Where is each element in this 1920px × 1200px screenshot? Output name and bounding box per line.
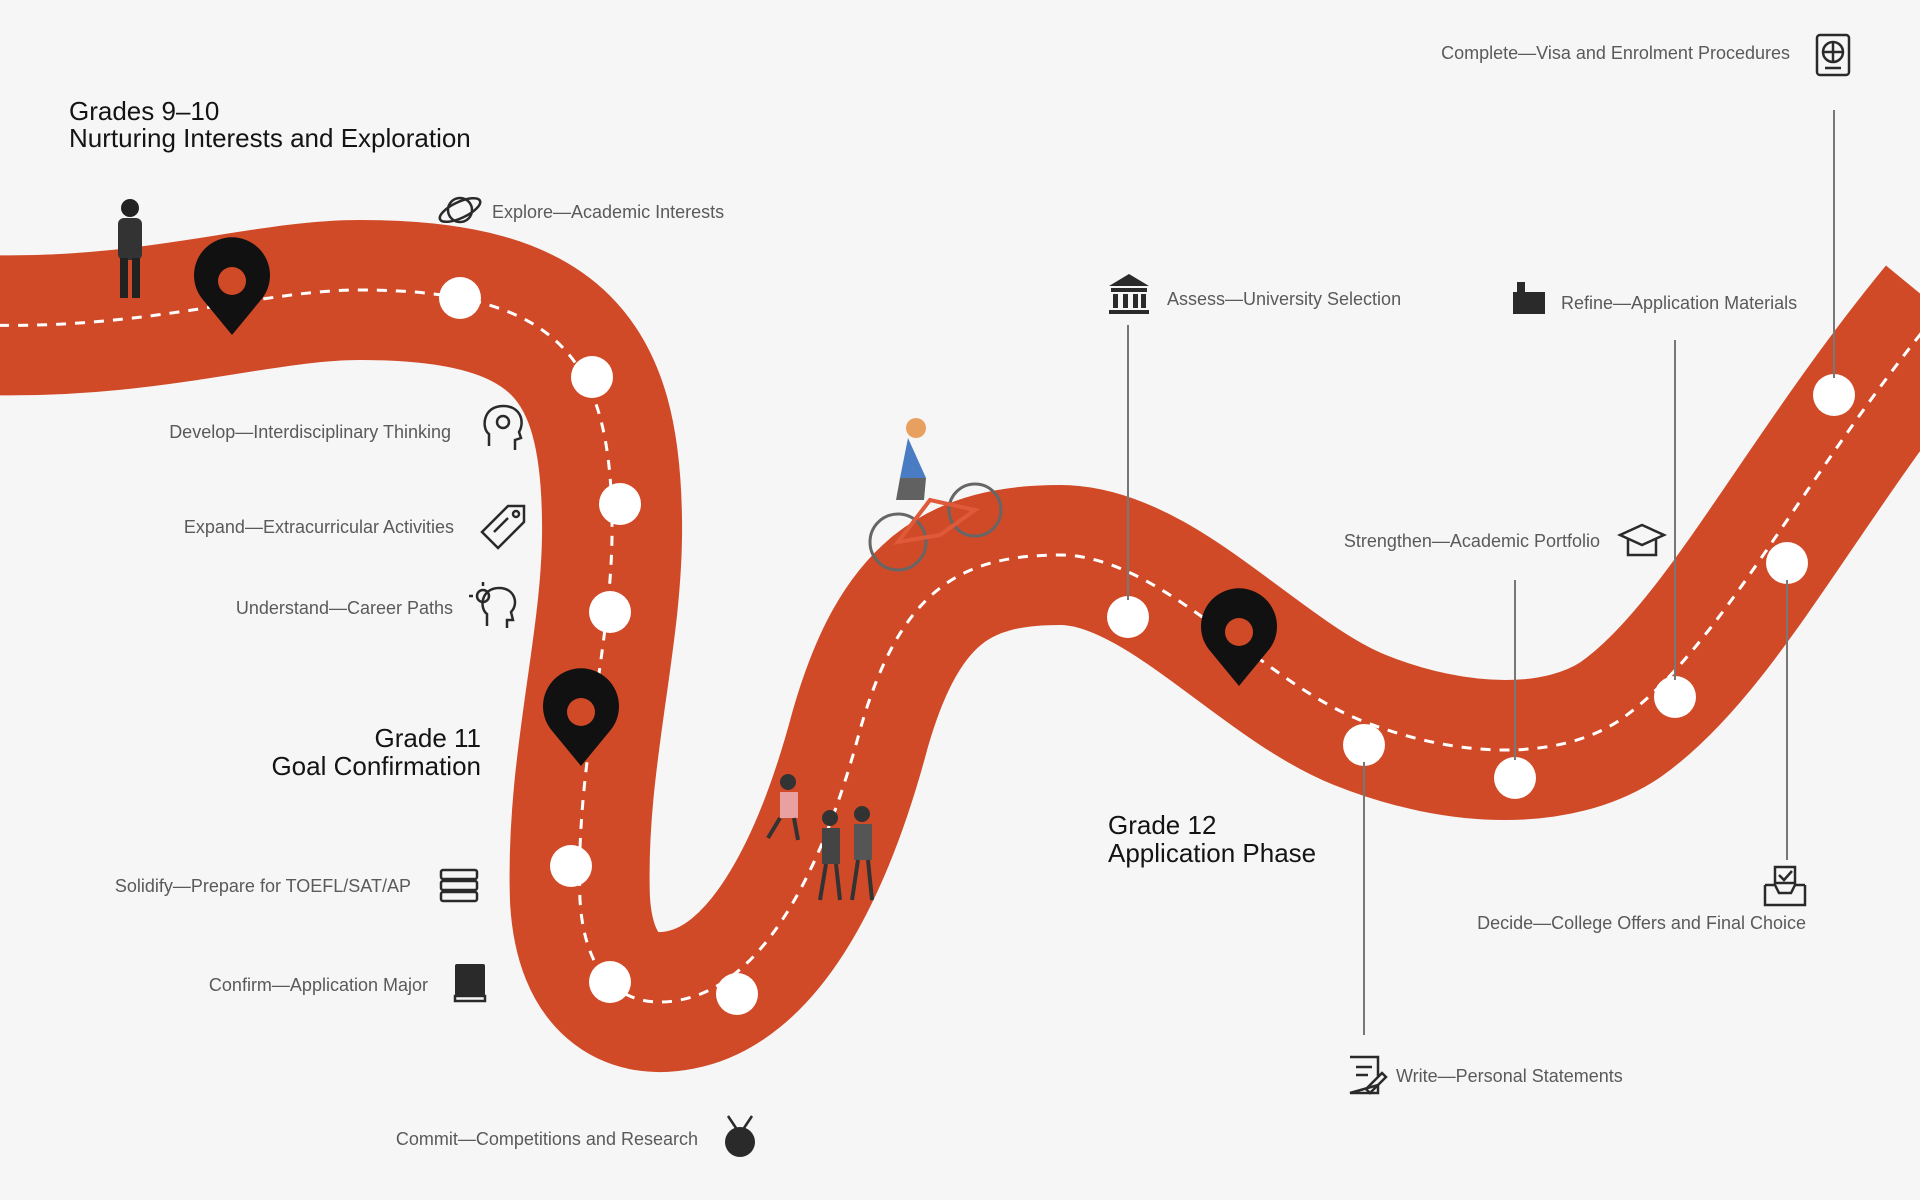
book-stack-icon [439,868,479,903]
brain-head-icon [483,404,523,450]
step-label-confirm: Confirm—Application Major [209,975,428,995]
step-label-understand: Understand—Career Paths [236,598,453,618]
milestone-dot [1107,596,1149,638]
milestone-dot [1494,757,1536,799]
milestone-dots [439,277,1855,1015]
phase-3-title: Grade 12 [1108,810,1216,840]
milestone-dot [589,591,631,633]
step-label-develop: Develop—Interdisciplinary Thinking [169,422,451,442]
phase-2-subtitle: Goal Confirmation [271,751,481,781]
notepad-icon [1349,1055,1388,1095]
student-figure-illustration [118,199,142,298]
university-icon [1109,274,1149,314]
milestone-dot [571,356,613,398]
book-icon [453,964,487,1003]
map-pin-icon [1201,588,1277,686]
checked-tray-icon [1763,865,1807,907]
step-label-expand: Expand—Extracurricular Activities [184,517,454,537]
phase-1-title: Grades 9–10 [69,96,219,126]
step-label-complete: Complete—Visa and Enrolment Procedures [1441,43,1790,63]
medal-icon [725,1115,755,1157]
step-label-decide: Decide—College Offers and Final Choice [1477,913,1806,933]
graduation-cap-icon [1616,523,1668,557]
tag-icon [480,504,526,550]
step-label-explore: Explore—Academic Interests [492,202,724,222]
lightbulb-head-icon [469,582,517,628]
milestone-dot [439,277,481,319]
milestone-dot [589,961,631,1003]
milestone-dot [550,845,592,887]
step-label-commit: Commit—Competitions and Research [396,1129,698,1149]
cyclist-illustration [868,418,1003,572]
planet-icon [438,196,482,224]
map-pin-icon [194,237,270,335]
step-label-solidify: Solidify—Prepare for TOEFL/SAT/AP [115,876,411,896]
passport-icon [1815,33,1851,77]
step-label-write: Write—Personal Statements [1396,1066,1623,1086]
road-center-dashes [0,288,1920,1004]
milestone-dot [716,973,758,1015]
walking-students-illustration [766,774,874,901]
milestone-dot [1766,542,1808,584]
step-label-assess: Assess—University Selection [1167,289,1401,309]
map-pin-icon [543,668,619,766]
milestone-dot [1654,676,1696,718]
step-label-strengthen: Strengthen—Academic Portfolio [1344,531,1600,551]
phase-1-subtitle: Nurturing Interests and Exploration [69,123,471,153]
shop-icon [1513,282,1545,314]
phase-2-title: Grade 11 [375,723,481,753]
milestone-dot [599,483,641,525]
phase-3-subtitle: Application Phase [1108,838,1316,868]
step-label-refine: Refine—Application Materials [1561,293,1797,313]
milestone-dot [1813,374,1855,416]
connector-lines [1127,110,1835,1035]
milestone-dot [1343,724,1385,766]
